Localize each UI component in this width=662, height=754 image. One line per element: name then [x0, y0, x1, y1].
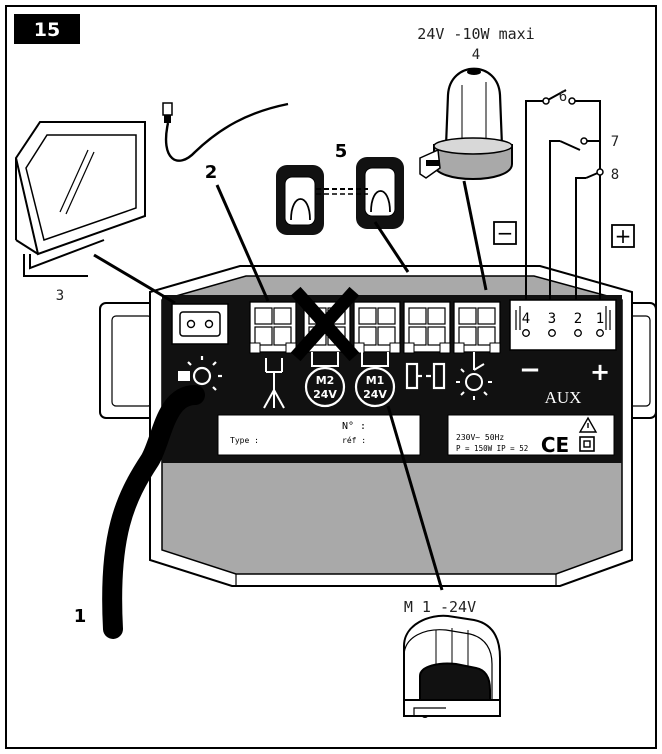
- plus-box-sign: +: [615, 224, 632, 248]
- motor2-name: M2: [316, 374, 335, 387]
- rating-ref-label: réf :: [342, 435, 366, 445]
- lamp-icon: [456, 352, 492, 400]
- ce-mark: CE: [541, 433, 569, 457]
- motor2-volt: 24V: [313, 388, 337, 401]
- aux-minus: −: [519, 355, 541, 385]
- motor2-symbol: [304, 352, 346, 408]
- rating-number-label: N° :: [342, 421, 366, 432]
- terminal-block-antenna: [249, 301, 297, 354]
- callout-8: 8: [611, 167, 619, 183]
- aux-pin-2: 2: [574, 311, 582, 327]
- photocell-icon: [405, 362, 446, 390]
- floodlight: [14, 121, 146, 277]
- aux-switch-wiring: [525, 89, 601, 300]
- callout-1: 1: [74, 606, 87, 627]
- motor1-name: M1: [366, 374, 385, 387]
- rating-type-label: Type :: [230, 436, 259, 445]
- lamp-spec: 24V -10W maxi: [417, 25, 534, 43]
- motor1-volt: 24V: [363, 388, 387, 401]
- aux-pin-1: 1: [596, 311, 604, 327]
- warning-icon: [578, 416, 598, 433]
- antenna-icon: [263, 358, 285, 409]
- antenna-wire: [215, 184, 270, 302]
- aux-plus: +: [590, 358, 610, 386]
- rating-plate: [217, 414, 421, 456]
- callout-3: 3: [56, 288, 64, 304]
- callout-7: 7: [611, 134, 619, 150]
- antenna: [162, 102, 289, 162]
- callout-5: 5: [335, 141, 348, 162]
- aux-pin-4: 4: [522, 311, 530, 327]
- callout-4: 4: [472, 47, 480, 63]
- photocell-wire: [373, 221, 410, 273]
- power-socket: [171, 303, 229, 345]
- minus-box-sign: −: [497, 221, 514, 245]
- not-used-cross: [290, 286, 360, 362]
- figure-number: 15: [34, 19, 60, 41]
- terminal-block-motor1: [353, 301, 401, 354]
- lamp-wire: [462, 180, 488, 291]
- figure-number-tab: [14, 14, 80, 44]
- callout-6: 6: [559, 89, 567, 105]
- motor-wire: [386, 405, 444, 591]
- plus-box: [611, 224, 635, 248]
- warning-lamp: [419, 67, 513, 180]
- motor-unit: [403, 614, 501, 718]
- aux-terminal-block: [509, 299, 617, 351]
- minus-box: [493, 221, 517, 245]
- spec-line-2: P = 150W IP = 52: [456, 444, 528, 453]
- spec-line-1: 230V~ 50Hz: [456, 433, 504, 442]
- photocells: [276, 157, 404, 235]
- terminal-block-photocells: [403, 301, 451, 354]
- terminal-block-lamp: [453, 301, 501, 354]
- power-cable: [102, 385, 205, 639]
- double-insulation-icon: [579, 436, 595, 452]
- callout-2: 2: [205, 162, 218, 183]
- floodlight-wire: [93, 253, 176, 305]
- aux-pin-3: 3: [548, 311, 556, 327]
- motor-label: M 1 -24V: [404, 598, 476, 616]
- aux-label: AUX: [545, 388, 582, 407]
- motor1-symbol: [354, 352, 396, 408]
